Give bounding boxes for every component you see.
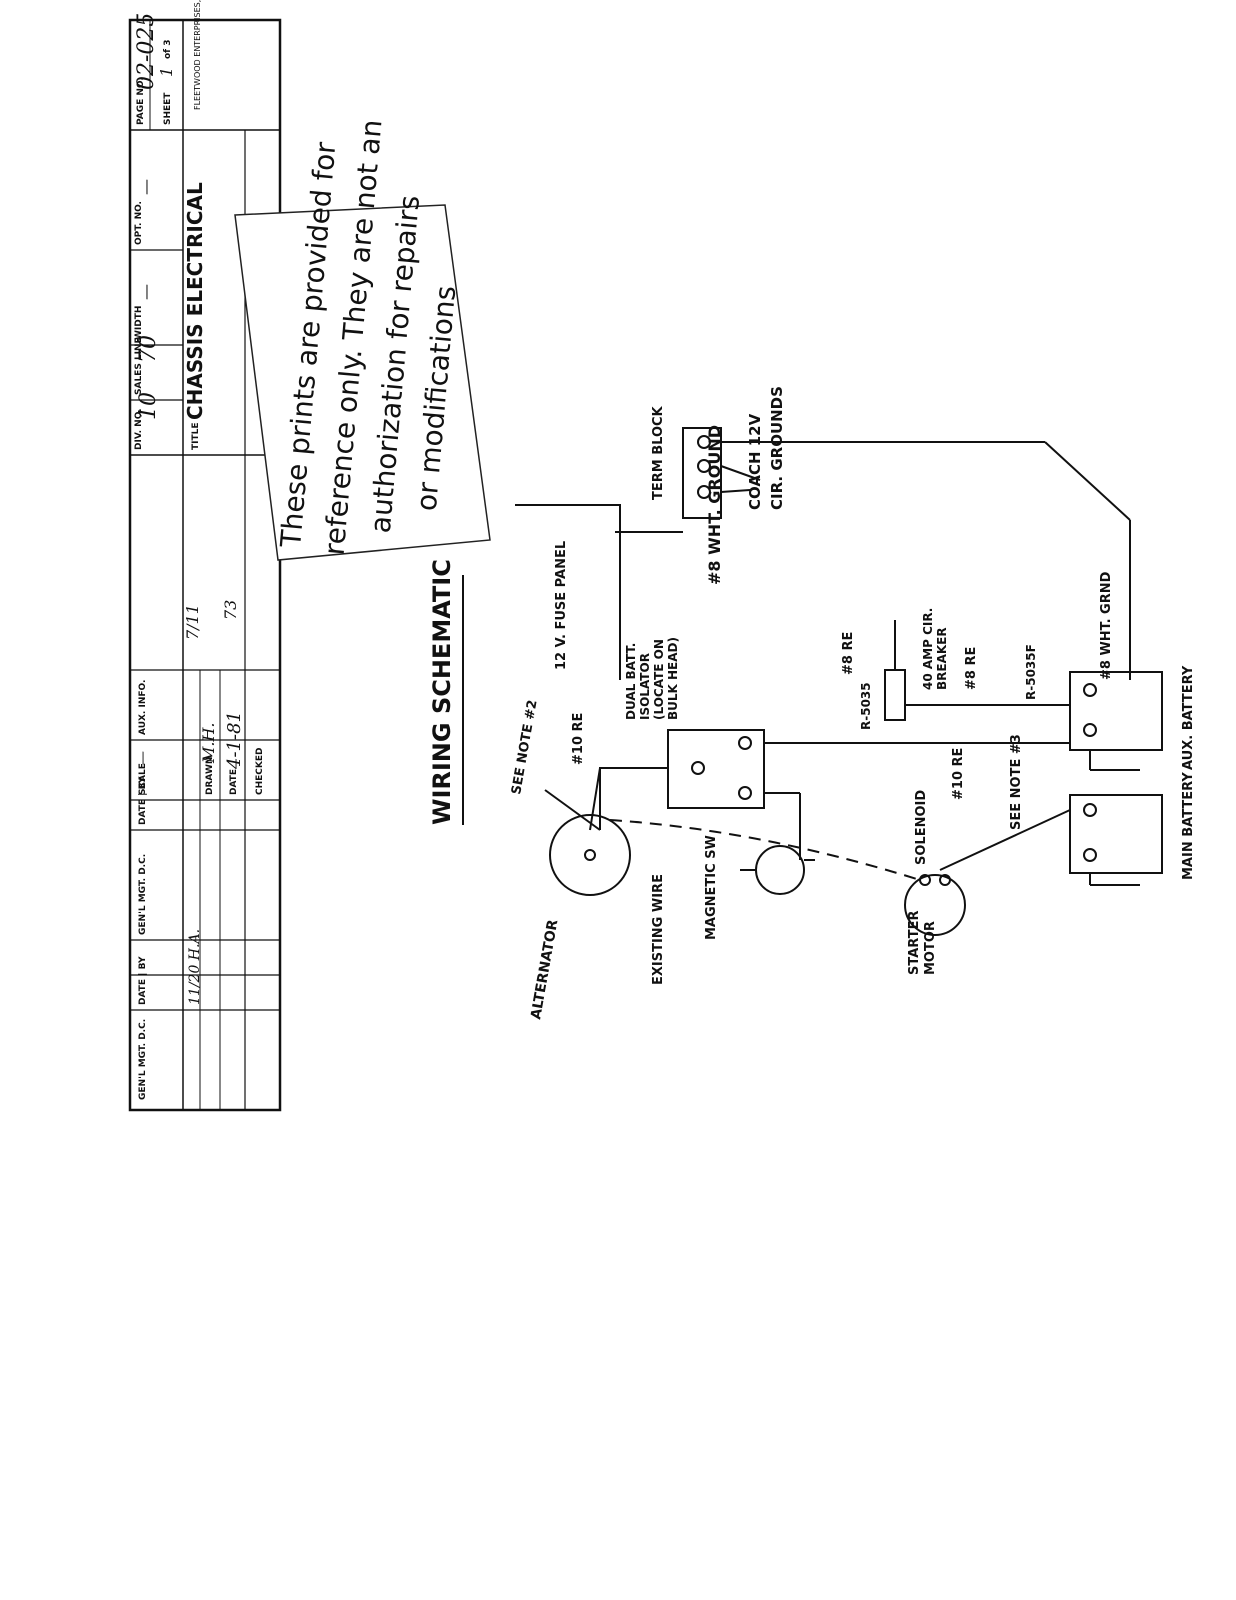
schematic-heading: WIRING SCHEMATIC xyxy=(428,559,456,825)
title-block: PAGE NO. 02-025 SHEET 1 of 3 FLEETWOOD E… xyxy=(128,0,282,1112)
col-date-by-2: DATE | BY xyxy=(138,956,148,1005)
div-no-value: 10 xyxy=(136,392,161,420)
magnetic-switch xyxy=(740,845,815,895)
aux-info-label: AUX. INFO. xyxy=(138,680,148,735)
breaker-label-1: 40 AMP CIR. xyxy=(921,608,935,690)
see-note-3: SEE NOTE #3 xyxy=(1009,734,1024,830)
date-label: DATE xyxy=(229,769,239,795)
date-value: 4-1-81 xyxy=(224,711,245,770)
page-no-value: 02-025 xyxy=(134,13,159,90)
r8-label-a: #8 RE xyxy=(841,632,856,675)
r10-label-a: #10 RE xyxy=(571,713,586,765)
alternator xyxy=(544,767,631,896)
sheet-of-value: of 3 xyxy=(163,40,173,60)
drawn-label: DRAWN xyxy=(205,757,215,795)
isolator-label-4: BULK HEAD) xyxy=(666,637,680,720)
sheet-label: SHEET xyxy=(163,92,173,125)
isolator-label-1: DUAL BATT. xyxy=(624,643,638,720)
col-date-by-1: DATE | BY xyxy=(138,776,148,825)
sheet-value: 1 xyxy=(157,67,176,77)
existing-wire-label: EXISTING WIRE xyxy=(651,874,666,985)
battery-isolator xyxy=(599,729,1070,860)
aux-info-value-2: 73 xyxy=(221,600,240,620)
opt-no-label: OPT. NO. xyxy=(134,201,144,245)
main-battery-label: MAIN BATTERY xyxy=(1181,772,1196,880)
wiring-schematic: WIRING SCHEMATIC 12 V. FUSE PANEL TERM B… xyxy=(428,386,1196,1021)
revision-entry: 11/20 H.A. xyxy=(187,929,203,1005)
scale-value: — xyxy=(135,751,151,765)
r5035-label-a: R-5035 xyxy=(859,682,873,730)
width-value: — xyxy=(136,284,155,300)
page-no-label: PAGE NO. xyxy=(136,77,146,125)
coach-12v-label: COACH 12V xyxy=(746,413,764,510)
main-battery xyxy=(939,794,1163,886)
disclaimer-stamp: These prints are provided for reference … xyxy=(234,118,491,561)
breaker-label-2: BREAKER xyxy=(935,627,949,690)
circuit-breaker xyxy=(884,620,1070,721)
isolator-label-2: ISOLATOR xyxy=(638,653,652,720)
checked-label: CHECKED xyxy=(255,748,265,795)
r8-label-b: #8 RE xyxy=(964,647,979,690)
drawn-value: M.H. xyxy=(199,722,218,764)
starter-label-1: STARTER xyxy=(907,911,922,975)
aux-battery-label: AUX. BATTERY xyxy=(1181,665,1196,770)
wht-grnd-label-2: #8 WHT. GRND xyxy=(1099,571,1114,680)
col-genl-mgt-dc-2: GEN'L MGT. D.C. xyxy=(138,1019,148,1100)
opt-no-value: — xyxy=(136,179,155,195)
col-genl-mgt-dc-1: GEN'L MGT. D.C. xyxy=(138,854,148,935)
aux-battery xyxy=(1069,671,1163,771)
r10-label-b: #10 RE xyxy=(951,748,966,800)
scale-label: SCALE xyxy=(138,763,148,795)
solenoid-label: SOLENOID xyxy=(914,790,929,865)
aux-info-value-1: 7/11 xyxy=(183,604,202,640)
fuse-panel-label: 12 V. FUSE PANEL xyxy=(554,541,569,670)
term-block-label: TERM BLOCK xyxy=(651,405,666,500)
width-label: WIDTH xyxy=(134,306,144,340)
div-no-label: DIV. NO. xyxy=(134,408,144,450)
cir-grounds-label: CIR. GROUNDS xyxy=(768,386,786,510)
sales-line-value: 70 xyxy=(136,335,161,363)
see-note-2: SEE NOTE #2 xyxy=(509,699,540,796)
isolator-label-3: (LOCATE ON xyxy=(652,639,666,720)
magnetic-sw-label: MAGNETIC SW xyxy=(704,835,719,940)
title-value: CHASSIS ELECTRICAL xyxy=(183,182,207,420)
term-block xyxy=(615,427,1131,680)
company-name: FLEETWOOD ENTERPRISES, INC. xyxy=(193,0,202,110)
starter-motor xyxy=(904,874,966,936)
starter-label-2: MOTOR xyxy=(923,921,938,975)
r5035f-label: R-5035F xyxy=(1024,644,1038,700)
alternator-label: ALTERNATOR xyxy=(528,918,561,1020)
wht-ground-label: #8 WHT. GROUND xyxy=(705,425,724,585)
sales-line-label: SALES LINE xyxy=(134,337,144,395)
title-label: TITLE xyxy=(191,422,201,450)
